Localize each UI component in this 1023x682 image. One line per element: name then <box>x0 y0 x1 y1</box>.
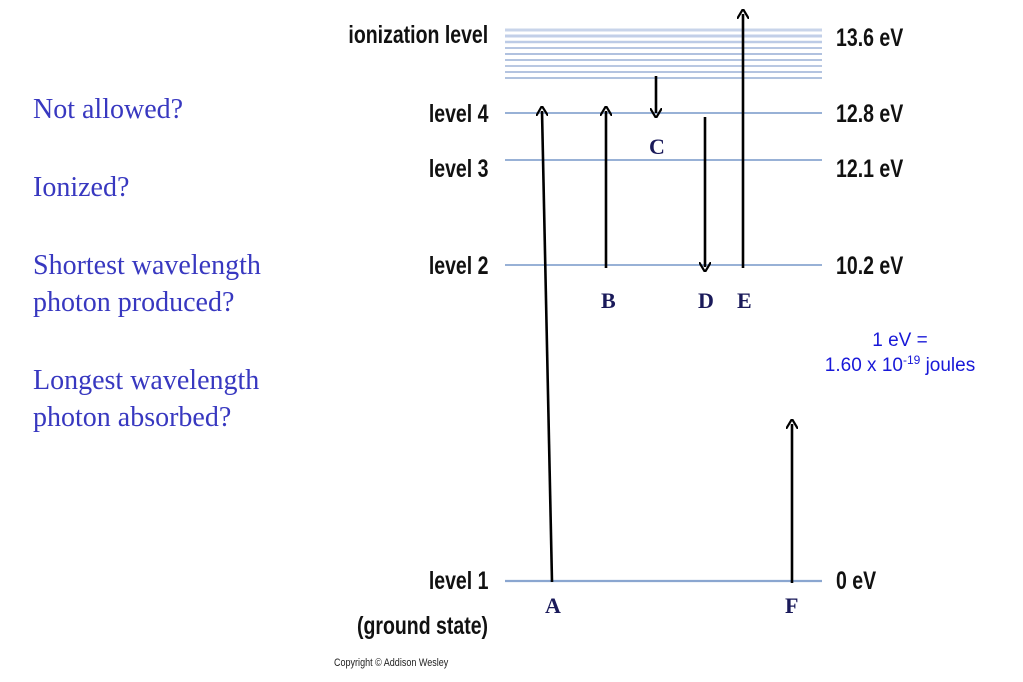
conversion-note-prefix: 1.60 x 10 <box>824 355 903 376</box>
conversion-note-suffix: joules <box>920 355 976 376</box>
question-longest-wavelength-line2: photon absorbed? <box>33 402 232 433</box>
conversion-note-exponent: -19 <box>902 353 921 367</box>
ionization-band <box>505 28 822 79</box>
level-3-energy: 12.1 eV <box>836 155 904 183</box>
question-not-allowed: Not allowed? <box>33 94 184 125</box>
question-shortest-wavelength-line1: Shortest wavelength <box>33 250 261 281</box>
question-longest-wavelength-line1: Longest wavelength <box>33 365 260 396</box>
transition-label-c: C <box>649 134 665 159</box>
transition-label-d: D <box>698 288 714 313</box>
copyright-text: Copyright © Addison Wesley <box>334 657 449 669</box>
level-1-energy: 0 eV <box>836 567 877 595</box>
ionization-energy: 13.6 eV <box>836 24 904 52</box>
level-4-energy: 12.8 eV <box>836 100 904 128</box>
transition-label-b: B <box>601 288 616 313</box>
transition-label-e: E <box>737 288 752 313</box>
level-4-label: level 4 <box>428 100 488 128</box>
transition-label-f: F <box>785 593 799 618</box>
question-ionized: Ionized? <box>33 172 130 203</box>
conversion-note-line2: 1.60 x 10-19 joules <box>790 354 1010 378</box>
conversion-note-line1: 1 eV = <box>872 330 928 351</box>
level-2-energy: 10.2 eV <box>836 252 904 280</box>
arrow-a <box>542 111 554 583</box>
ground-state-label: (ground state) <box>356 612 488 640</box>
level-1-label: level 1 <box>428 567 488 595</box>
level-2-label: level 2 <box>428 252 488 280</box>
ionization-level-label: ionization level <box>348 21 488 49</box>
level-3-label: level 3 <box>428 155 488 183</box>
question-shortest-wavelength-line2: photon produced? <box>33 287 235 318</box>
transition-label-a: A <box>545 593 561 618</box>
